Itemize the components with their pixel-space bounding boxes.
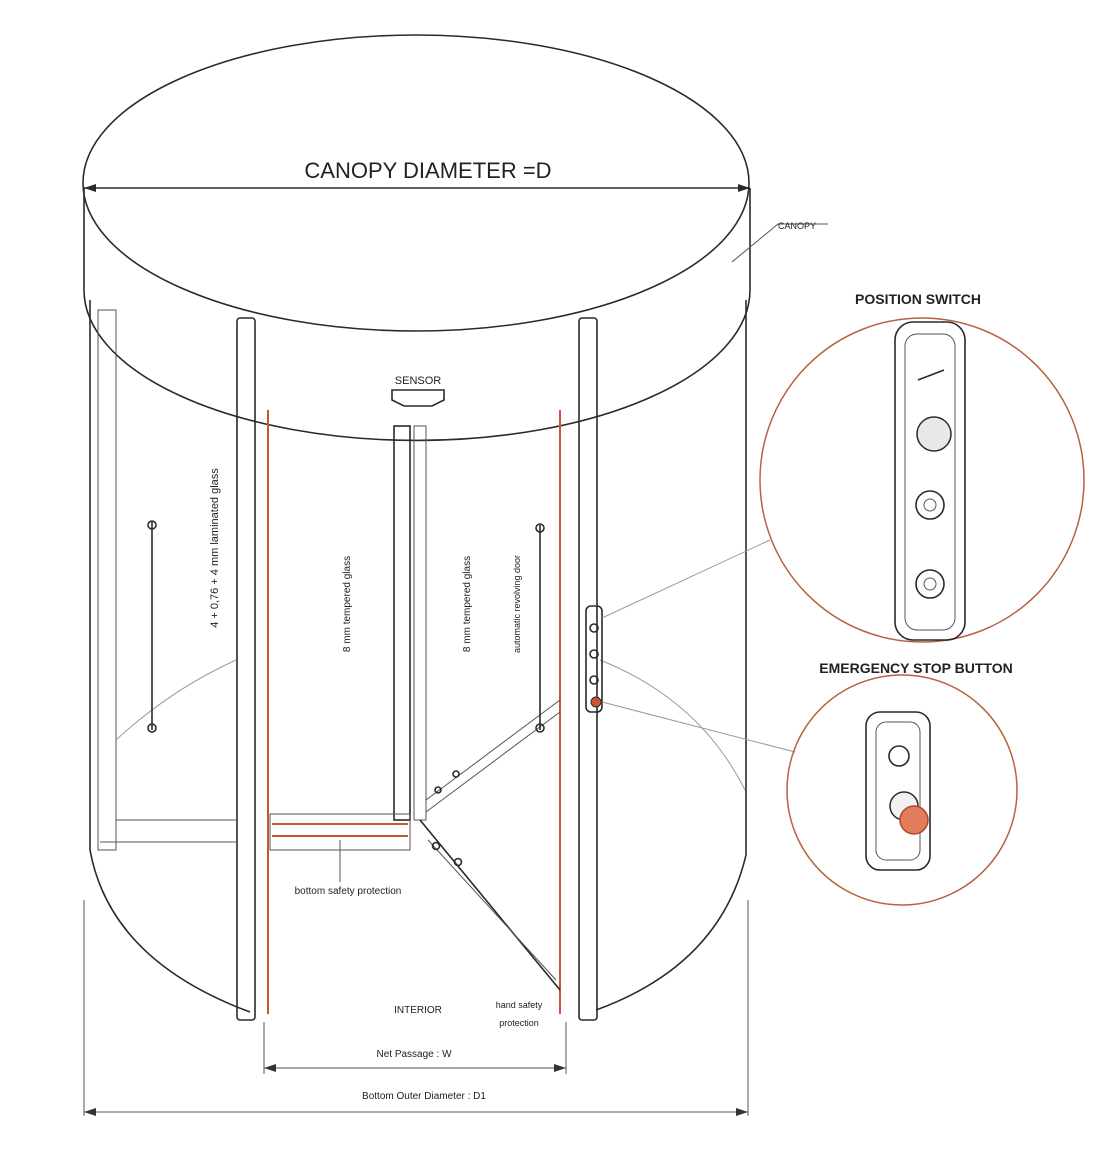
bolt-icon <box>431 841 441 851</box>
net-passage-label: Net Passage : W <box>376 1049 452 1060</box>
handle-bolt-icon <box>535 723 545 733</box>
emergency-stop-callout <box>786 674 1018 906</box>
canopy-leader <box>731 223 828 263</box>
canopy-band <box>83 188 751 442</box>
rotary-knob-icon <box>916 416 952 452</box>
emergency-stop-button-icon <box>899 805 929 835</box>
hand-safety-label-1: hand safety <box>496 1000 543 1010</box>
switch-plate-inner <box>904 333 956 631</box>
glass-right-label: 8 mm tempered glass <box>462 556 473 652</box>
canopy-label: CANOPY <box>778 221 816 231</box>
glass-left-label: 4 + 0,76 + 4 mm laminated glass <box>209 468 221 628</box>
glass-center-label: 8 mm tempered glass <box>342 556 353 652</box>
post-control-panel <box>585 539 796 753</box>
left-panel-frame <box>97 309 117 851</box>
left-floor-arc <box>115 659 237 741</box>
position-switch-callout <box>759 317 1085 643</box>
canopy-diameter-label: CANOPY DIAMETER =D <box>304 158 551 183</box>
drum-body <box>89 300 747 1013</box>
dimension-lines <box>83 900 749 1116</box>
arrow-right-icon <box>736 1108 748 1116</box>
front-wing-top <box>419 819 561 991</box>
reset-switch-inner-icon <box>923 577 937 591</box>
canopy-top <box>82 34 750 332</box>
bolt-icon <box>434 786 442 794</box>
sensor-label: SENSOR <box>395 375 442 387</box>
arrow-left-icon <box>264 1064 276 1072</box>
stop-plate-inner <box>875 721 921 861</box>
stop-button-icon <box>590 696 602 708</box>
stop-leader <box>601 701 796 753</box>
arrow-right-icon <box>738 184 750 192</box>
outer-diameter-label: Bottom Outer Diameter : D1 <box>362 1091 486 1102</box>
arrow-right-icon <box>554 1064 566 1072</box>
stop-plate <box>865 711 931 871</box>
door-posts <box>236 317 598 1021</box>
switch-knob-icon <box>589 623 599 633</box>
emergency-stop-label: EMERGENCY STOP BUTTON <box>819 660 1012 676</box>
control-panel-housing <box>585 605 603 713</box>
interior-label: INTERIOR <box>394 1005 442 1016</box>
front-wing-lower <box>427 839 557 981</box>
slot-icon <box>917 369 945 381</box>
left-post <box>236 317 256 1021</box>
right-post <box>578 317 598 1021</box>
bottom-safety-label: bottom safety protection <box>295 886 402 897</box>
arrow-left-icon <box>84 184 96 192</box>
right-floor-arc <box>599 659 746 791</box>
key-switch-inner-icon <box>923 498 937 512</box>
switch-knob-icon <box>589 649 599 659</box>
sensor <box>391 389 445 407</box>
center-mullion <box>393 425 411 821</box>
glass-right-label-2: automatic revolving door <box>512 555 522 653</box>
sensor-icon <box>391 389 445 407</box>
stop-indicator-icon <box>888 745 910 767</box>
center-mullion-2 <box>413 425 427 821</box>
handle-bolt-icon <box>535 523 545 533</box>
canopy <box>82 34 751 442</box>
emergency-stop-circle <box>786 674 1018 906</box>
bolt-icon <box>453 857 463 867</box>
handle-bolt-icon <box>147 520 157 530</box>
position-switch-circle <box>759 317 1085 643</box>
drum-bottom-left <box>89 849 251 1013</box>
door-wings <box>269 425 746 991</box>
right-wing-lower-edge <box>425 711 561 813</box>
handle-bolt-icon <box>147 723 157 733</box>
switch-plate <box>894 321 966 641</box>
position-switch-label: POSITION SWITCH <box>855 291 981 307</box>
bolt-icon <box>452 770 460 778</box>
arrow-left-icon <box>84 1108 96 1116</box>
hand-safety-label-2: protection <box>499 1018 539 1028</box>
right-wing-top-edge <box>425 699 561 801</box>
reset-switch-icon <box>915 569 945 599</box>
switch-leader <box>601 539 771 619</box>
key-switch-icon <box>915 490 945 520</box>
drum-bottom-right <box>595 854 747 1011</box>
switch-knob-icon <box>589 675 599 685</box>
